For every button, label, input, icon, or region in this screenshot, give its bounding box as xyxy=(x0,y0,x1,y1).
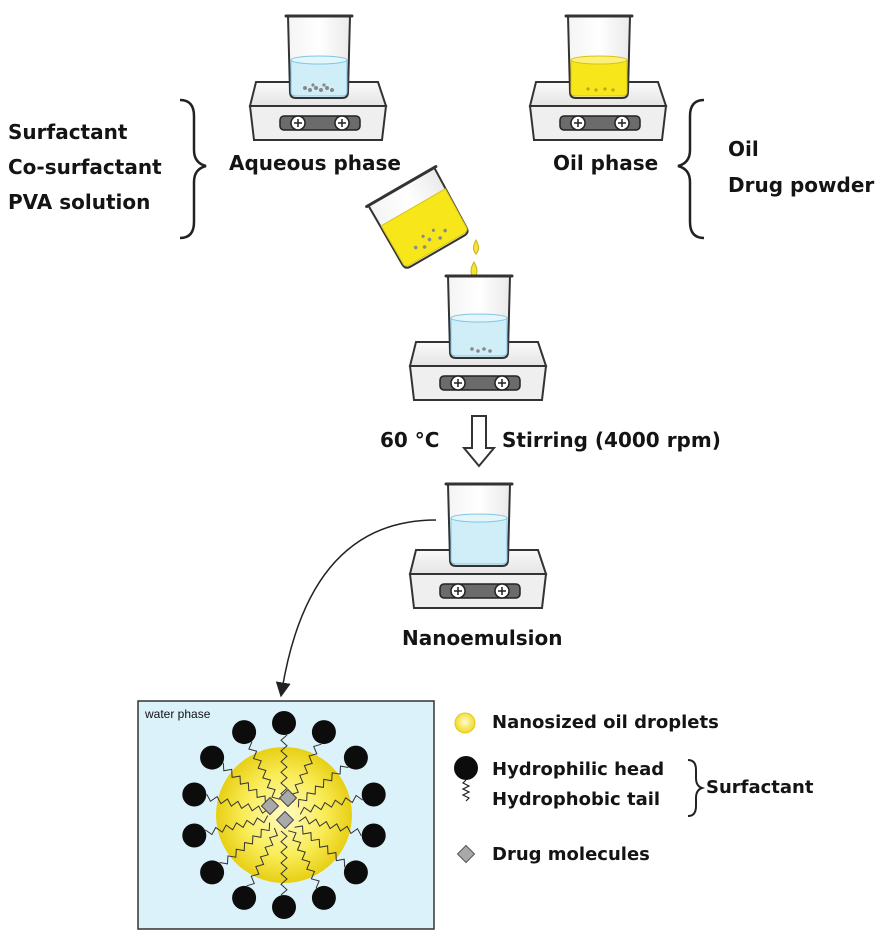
surfactant-head xyxy=(361,782,386,807)
pouring-beaker xyxy=(365,165,469,269)
legend-tail-icon xyxy=(461,779,471,802)
oil-phase-label: Oil phase xyxy=(553,151,659,175)
ingredient-oil: Oil xyxy=(728,137,759,161)
surfactant-head xyxy=(343,745,368,770)
left-brace xyxy=(179,98,207,240)
beaker xyxy=(284,14,354,99)
surfactant-head xyxy=(200,745,225,770)
surfactant-tail xyxy=(288,830,320,889)
surfactant-tail xyxy=(222,762,274,805)
drug-molecule xyxy=(260,796,280,816)
zoom-arrow xyxy=(275,519,437,698)
beaker xyxy=(564,14,634,99)
dispersed-particles xyxy=(303,83,334,92)
drug-molecule xyxy=(278,788,298,808)
hotplate xyxy=(248,81,388,141)
aqueous-hotplate-beaker xyxy=(248,14,388,141)
surfactant-tail xyxy=(248,741,280,800)
aqueous-phase-label: Aqueous phase xyxy=(229,151,401,175)
ingredient-surfactant: Surfactant xyxy=(8,120,128,144)
surfactant-tail xyxy=(205,815,269,836)
legend-head-icon xyxy=(454,756,478,780)
surfactant-head xyxy=(182,782,207,807)
surfactant-head xyxy=(232,885,257,910)
process-down-arrow xyxy=(461,415,497,468)
surfactant-tail xyxy=(299,794,363,815)
surfactant-head xyxy=(200,860,225,885)
nanodroplet xyxy=(182,711,386,919)
oil-hotplate-beaker xyxy=(528,14,668,141)
water-phase-caption: water phase xyxy=(145,707,211,721)
surfactant-tail xyxy=(206,794,270,814)
surfactant-tail xyxy=(280,830,288,896)
right-brace xyxy=(677,98,705,240)
legend-oil-droplet-icon xyxy=(454,712,476,734)
surfactant-tail xyxy=(289,743,322,803)
surfactant-head xyxy=(272,711,296,735)
drug-molecule xyxy=(275,810,295,830)
oil-drops xyxy=(470,238,479,279)
surfactant-head xyxy=(343,860,368,885)
ingredient-drug-powder: Drug powder xyxy=(728,173,875,197)
legend-head-text: Hydrophilic head xyxy=(492,759,665,780)
surfactant-head xyxy=(182,823,207,848)
surfactant-tail xyxy=(298,816,362,836)
surfactant-head xyxy=(361,823,386,848)
legend-droplets-text: Nanosized oil droplets xyxy=(492,712,719,733)
temperature-label: 60 °C xyxy=(380,428,440,452)
ingredient-co-surfactant: Co-surfactant xyxy=(8,155,162,179)
hotplate xyxy=(408,549,548,609)
surfactant-tail xyxy=(294,825,346,868)
beaker xyxy=(444,274,514,359)
surfactant-tail xyxy=(280,734,288,800)
surfactant-head xyxy=(232,720,257,745)
surfactant-tail xyxy=(297,765,349,808)
legend-drug-icon xyxy=(456,844,476,864)
nanoemulsion-label: Nanoemulsion xyxy=(402,626,563,650)
surfactant-head xyxy=(272,895,296,919)
legend-surfactant-text: Surfactant xyxy=(706,777,814,798)
surfactant-head xyxy=(311,720,336,745)
surfactant-tail xyxy=(246,827,279,887)
legend-drug-text: Drug molecules xyxy=(492,844,650,865)
hotplate xyxy=(528,81,668,141)
ingredient-pva-solution: PVA solution xyxy=(8,190,151,214)
legend-tail-text: Hydrophobic tail xyxy=(492,789,661,810)
surfactant-tail xyxy=(219,822,271,865)
mixing-hotplate-beaker xyxy=(408,274,548,401)
legend-brace xyxy=(687,759,706,817)
surfactant-head xyxy=(311,885,336,910)
beaker xyxy=(444,482,514,567)
nanoemulsion-hotplate-beaker xyxy=(408,482,548,609)
stirring-label: Stirring (4000 rpm) xyxy=(502,428,721,452)
